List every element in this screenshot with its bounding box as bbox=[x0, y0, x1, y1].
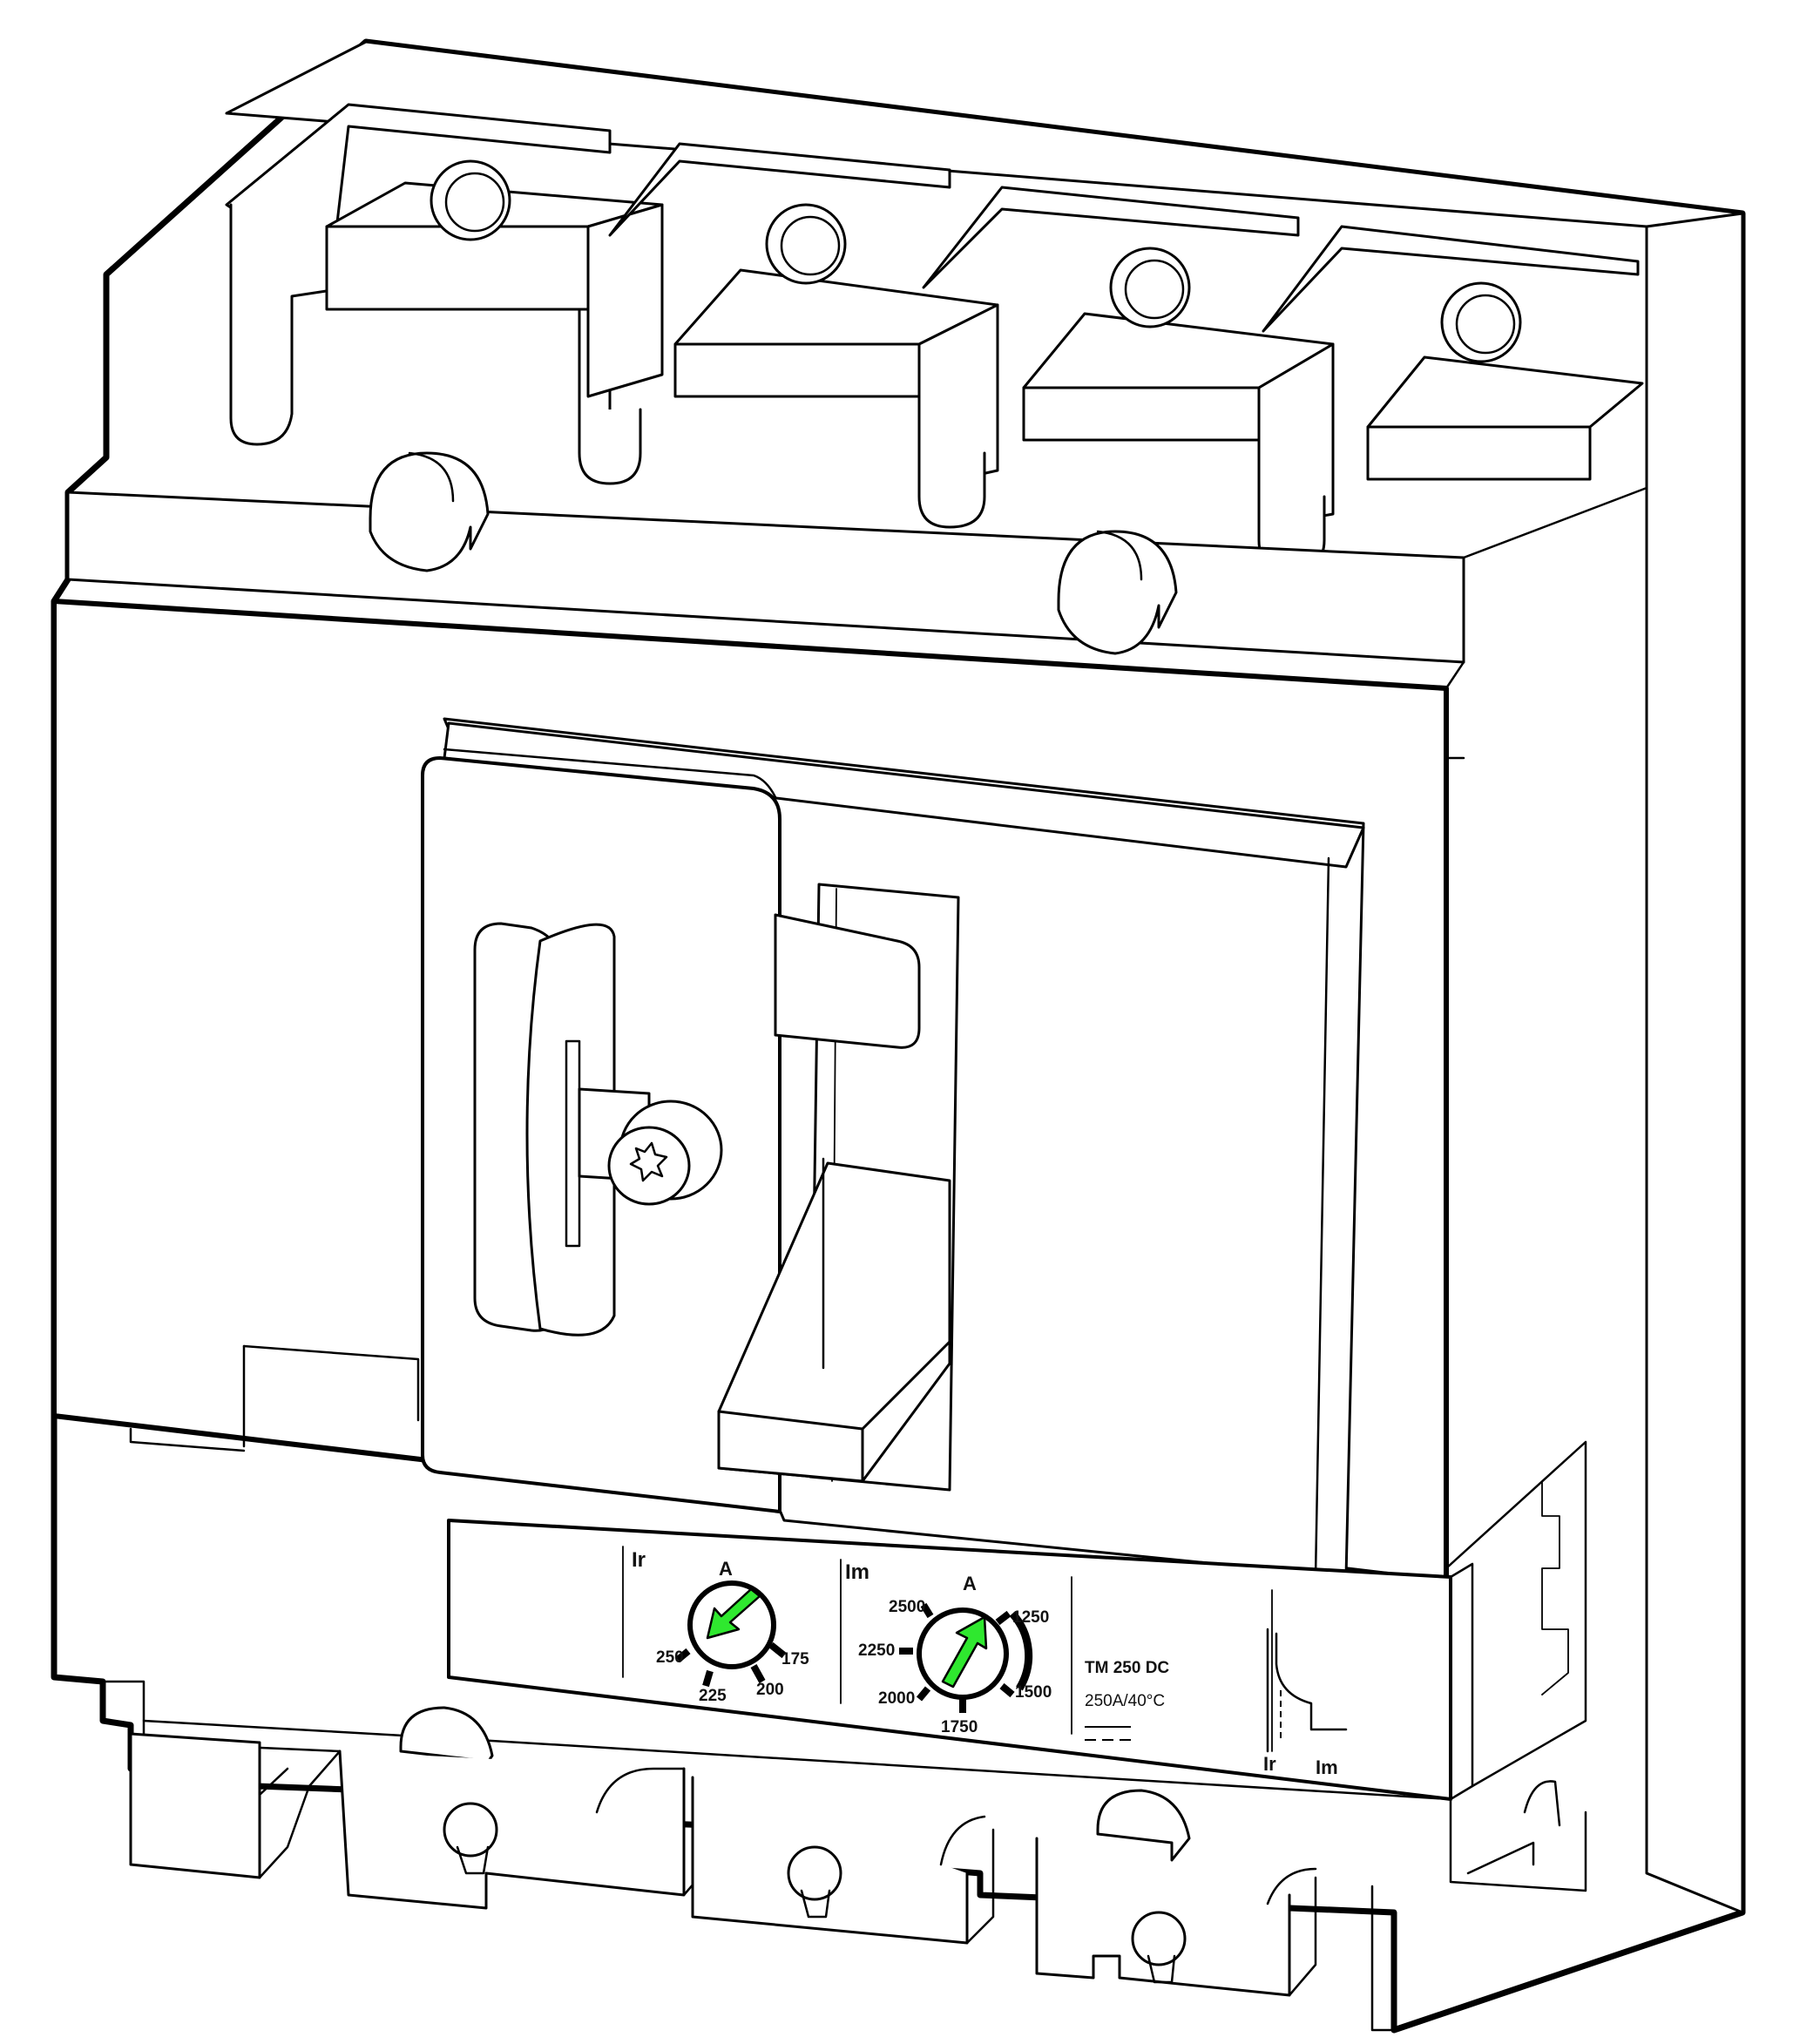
side-panel-detail bbox=[1444, 1440, 1587, 1892]
top-terminal-1 bbox=[225, 103, 664, 446]
trip-curve-ir: Ir bbox=[1263, 1753, 1276, 1775]
im-scale-2000: 2000 bbox=[878, 1689, 915, 1708]
im-dial[interactable]: Im A 2500 2250 2000 1750 1500 1250 bbox=[845, 1560, 1052, 1736]
im-dial-ticks bbox=[899, 1602, 1015, 1713]
rotary-handle bbox=[421, 748, 951, 1513]
mounting-hole-2 bbox=[1057, 530, 1178, 655]
ir-scale-250: 250 bbox=[656, 1648, 684, 1667]
trip-curve-im: Im bbox=[1316, 1756, 1338, 1778]
ir-dial-ticks bbox=[675, 1641, 787, 1688]
settings-panel: Ir A 250 225 200 175 Im A bbox=[447, 1519, 1452, 1801]
im-scale-2250: 2250 bbox=[858, 1641, 895, 1660]
ir-scale-175: 175 bbox=[781, 1650, 809, 1668]
im-dial-unit: A bbox=[963, 1573, 977, 1594]
rating-label: 250A/40°C bbox=[1085, 1692, 1165, 1710]
im-scale-2500: 2500 bbox=[889, 1598, 925, 1616]
rating-plate: TM 250 DC 250A/40°C bbox=[1085, 1659, 1169, 1741]
bottom-terminal-3 bbox=[691, 1776, 995, 1945]
dial-arrow-icon bbox=[706, 1587, 761, 1640]
im-scale-1250: 1250 bbox=[1012, 1608, 1049, 1627]
mounting-hole-1 bbox=[369, 451, 490, 572]
top-terminal-2 bbox=[578, 142, 999, 490]
im-scale-1750: 1750 bbox=[941, 1718, 978, 1736]
im-dial-symbol: Im bbox=[845, 1560, 869, 1584]
bottom-terminal-4 bbox=[1035, 1837, 1317, 1997]
ir-dial-symbol: Ir bbox=[632, 1548, 646, 1572]
ir-scale-200: 200 bbox=[756, 1681, 784, 1699]
bottom-terminal-1 bbox=[129, 1732, 342, 1879]
trip-curve-icon: Ir Im bbox=[1263, 1628, 1348, 1778]
ir-dial[interactable]: Ir A 250 225 200 175 bbox=[632, 1548, 809, 1705]
model-label: TM 250 DC bbox=[1085, 1659, 1169, 1677]
top-terminal-3 bbox=[917, 186, 1335, 529]
im-scale-1500: 1500 bbox=[1015, 1683, 1052, 1702]
upper-ledge bbox=[66, 451, 1648, 664]
top-terminals bbox=[225, 40, 1744, 572]
dial-arrow-icon bbox=[941, 1615, 988, 1689]
ir-scale-225: 225 bbox=[699, 1687, 727, 1705]
dc-symbol-icon bbox=[1085, 1726, 1131, 1741]
torx-screw-icon bbox=[607, 1100, 723, 1206]
ir-dial-unit: A bbox=[719, 1558, 733, 1580]
bottom-terminal-2 bbox=[338, 1750, 712, 1910]
bottom-terminals bbox=[101, 1680, 1452, 2032]
